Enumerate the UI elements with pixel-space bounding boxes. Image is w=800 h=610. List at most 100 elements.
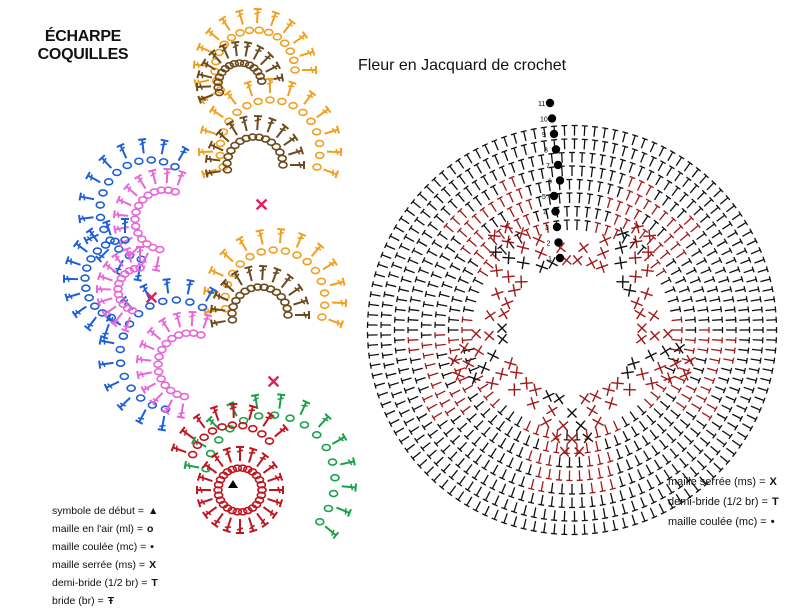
stitch-stem: [608, 185, 611, 195]
half-double-stitch-icon: [571, 125, 577, 135]
stitch-stem: [526, 421, 530, 430]
stitch-stem: [584, 511, 585, 521]
half-double-stitch-icon: [370, 361, 381, 369]
stitch-bar: [681, 317, 682, 323]
double-crochet-icon: [99, 359, 114, 369]
stitch-stem: [485, 506, 489, 515]
chain-stitch-icon: [91, 303, 99, 309]
half-double-stitch-icon: [611, 420, 621, 432]
stitch-bar: [277, 229, 285, 230]
double-crochet-icon: [269, 268, 281, 284]
legend-label: demi-bride (1/2 br) =: [668, 496, 768, 508]
single-crochet-icon: [590, 390, 601, 401]
half-double-stitch-icon: [412, 286, 423, 294]
half-double-stitch-icon: [381, 332, 391, 338]
stitch-stem: [373, 374, 383, 376]
chain-stitch-icon: [293, 252, 301, 258]
half-double-stitch-icon: [412, 402, 424, 412]
stitch-stem: [668, 299, 678, 302]
half-double-stitch-icon: [583, 442, 590, 453]
stitch-stem: [751, 250, 760, 254]
half-double-stitch-icon: [409, 306, 420, 313]
stitch-stem: [504, 151, 508, 160]
half-double-stitch-icon: [632, 194, 642, 206]
stitch-stem: [657, 229, 664, 236]
half-double-stitch-icon: [374, 271, 385, 280]
stitch-bar: [775, 306, 776, 312]
stitch-bar: [415, 438, 418, 443]
stitch-stem: [611, 157, 613, 167]
stitch-stem: [476, 252, 484, 258]
slip-stitch-icon: [556, 254, 564, 262]
half-double-stitch-icon: [698, 317, 708, 324]
stitch-cross: [237, 450, 243, 452]
stitch-stem: [732, 241, 741, 246]
stitch-bar: [543, 450, 549, 451]
chain-stitch-icon: [216, 140, 224, 146]
half-double-stitch-icon: [472, 435, 483, 446]
half-double-stitch-icon: [734, 366, 745, 374]
half-double-stitch-icon: [629, 135, 638, 146]
double-crochet-icon: [98, 272, 114, 284]
stitch-bar: [343, 278, 345, 286]
half-double-stitch-icon: [699, 384, 711, 394]
half-double-stitch-icon: [523, 434, 532, 446]
stitch-bar: [489, 439, 494, 443]
stitch-bar: [450, 306, 451, 312]
stitch-stem: [486, 160, 491, 169]
double-crochet-icon: [272, 425, 288, 440]
double-crochet-icon: [322, 166, 338, 178]
stitch-stem: [755, 397, 764, 400]
single-crochet-icon: [650, 331, 660, 341]
stitch-stem: [396, 309, 406, 310]
stitch-stem: [601, 155, 603, 165]
half-double-stitch-icon: [561, 524, 567, 534]
stitch-stem: [675, 279, 684, 283]
stitch-stem: [591, 154, 592, 164]
stitch-stem: [378, 264, 387, 267]
stitch-bar: [597, 463, 603, 464]
stitch-stem: [396, 255, 405, 259]
half-double-stitch-icon: [455, 396, 467, 406]
stitch-bar: [620, 159, 626, 161]
stitch-stem: [436, 457, 443, 464]
stitch-stem: [408, 340, 418, 341]
double-crochet-icon: [122, 316, 134, 332]
stitch-stem: [626, 206, 630, 215]
half-double-stitch-icon: [591, 140, 598, 151]
stitch-bar: [468, 258, 471, 263]
half-double-stitch-icon: [648, 428, 659, 440]
stitch-bar: [202, 171, 205, 179]
chain-stitch-icon: [281, 40, 289, 46]
stitch-stem: [701, 387, 710, 391]
single-crochet-icon: [663, 329, 672, 338]
half-double-stitch-icon: [569, 484, 575, 494]
stitch-bar: [123, 248, 131, 250]
half-double-stitch-icon: [591, 126, 598, 137]
stitch-bar: [148, 170, 156, 172]
stitch-stem: [462, 320, 472, 321]
stitch-stem: [596, 441, 598, 451]
chain-stitch-icon: [265, 438, 273, 444]
stitch-stem: [413, 405, 422, 409]
double-crochet-icon: [66, 256, 82, 268]
stitch-stem: [436, 344, 446, 345]
stitch-stem: [254, 47, 261, 59]
stitch-stem: [613, 520, 615, 530]
stitch-stem: [437, 354, 447, 356]
half-double-stitch-icon: [463, 306, 474, 314]
stitch-bar: [693, 415, 696, 420]
stitch-bar: [187, 280, 195, 282]
half-double-stitch-icon: [467, 237, 478, 248]
half-double-stitch-icon: [428, 281, 439, 290]
stitch-bar: [536, 183, 542, 184]
half-double-stitch-icon: [497, 452, 507, 464]
half-double-stitch-icon: [533, 438, 542, 449]
stitch-bar: [533, 433, 539, 435]
stitch-bar: [769, 378, 770, 384]
half-double-stitch-icon: [431, 379, 443, 388]
half-double-stitch-icon: [551, 523, 558, 533]
stitch-stem: [686, 242, 694, 248]
stitch-stem: [744, 270, 753, 273]
stitch-stem: [617, 188, 620, 197]
